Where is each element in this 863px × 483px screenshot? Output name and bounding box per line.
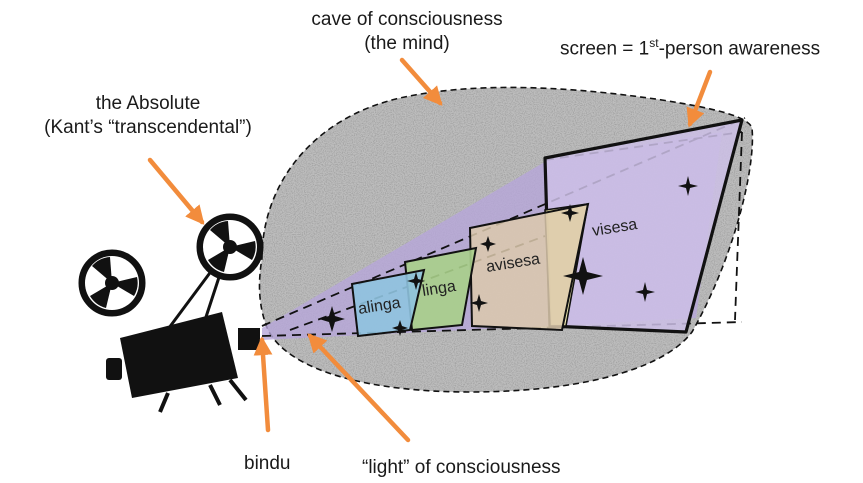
cave-label-line2: (the mind): [292, 32, 522, 56]
screen-label: screen = 1st-person awareness: [560, 36, 820, 61]
cave-label-line1: cave of consciousness: [292, 8, 522, 32]
screen-label-prefix: screen = 1: [560, 38, 649, 59]
film-projector-icon: [79, 214, 263, 412]
absolute-label: the Absolute (Kant’s “transcendental”): [28, 92, 268, 140]
absolute-label-line2: (Kant’s “transcendental”): [28, 116, 268, 140]
arrow-to-bindu: [262, 340, 268, 430]
cave-label: cave of consciousness (the mind): [292, 8, 522, 56]
arrow-to-absolute: [150, 160, 202, 222]
screen-label-suffix: -person awareness: [659, 38, 821, 59]
bindu-label: bindu: [244, 452, 291, 476]
screen-label-sup: st: [649, 36, 658, 50]
absolute-label-line1: the Absolute: [28, 92, 268, 116]
light-label: “light” of consciousness: [362, 456, 561, 480]
